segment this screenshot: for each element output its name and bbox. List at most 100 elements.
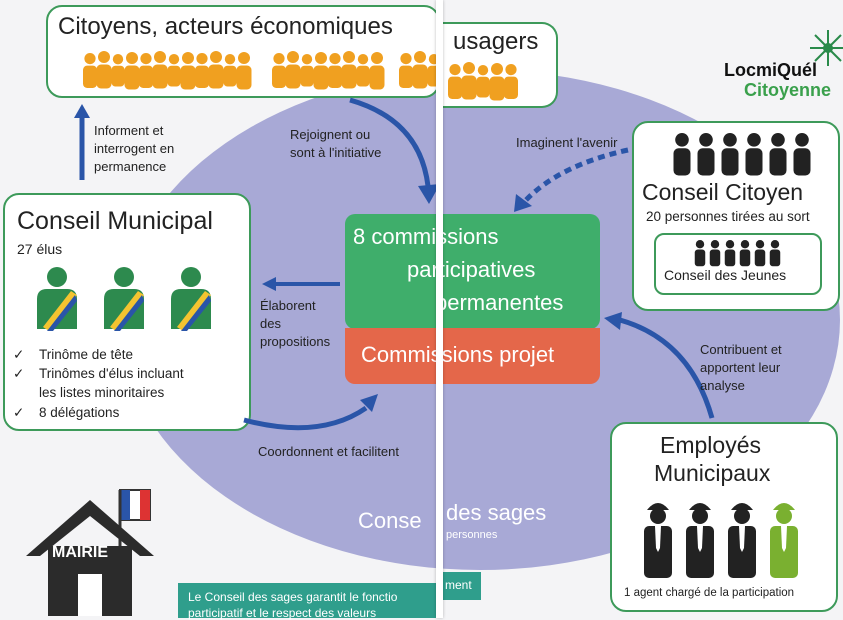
arrow-informent xyxy=(74,104,90,180)
person-icon xyxy=(313,52,329,90)
citoyens-banner-left: Citoyens, acteurs économiques xyxy=(46,5,448,98)
mairie-house-icon xyxy=(26,489,154,616)
conseil-citoyen-subtitle: 20 personnes tirées au sort xyxy=(646,209,810,224)
conseil-item-1: Trinôme de tête xyxy=(39,347,134,362)
jeune-icon xyxy=(754,240,766,267)
elu-icon xyxy=(37,267,77,331)
footer-right: ment xyxy=(445,578,472,592)
crowd-icon xyxy=(83,51,448,90)
person-icon xyxy=(96,51,112,89)
commissions-projet-label: Commissions projet xyxy=(361,342,555,367)
person-icon xyxy=(356,54,370,87)
footer-strip-left xyxy=(178,583,438,618)
footer-strip-right xyxy=(443,572,481,600)
conseil-citoyen-title: Conseil Citoyen xyxy=(642,179,804,205)
conseil-municipal-subtitle: 27 élus xyxy=(17,241,63,257)
commissions-permanentes-box: 8 commissions participatives permanentes xyxy=(345,214,600,329)
footer-left-line1: Le Conseil des sages garantit le fonctio xyxy=(188,590,398,604)
check-icon: ✓ xyxy=(13,366,25,381)
employes-box: Employés Municipaux 1 agent chargé de la… xyxy=(610,422,838,612)
label-coordonnent: Coordonnent et facilitent xyxy=(258,444,399,459)
person-icon xyxy=(167,54,181,87)
jeunes-icons xyxy=(694,240,781,267)
star-logo-icon xyxy=(810,30,843,66)
employes-title-2: Municipaux xyxy=(654,460,771,486)
citoyen-icon xyxy=(697,133,715,176)
person-icon xyxy=(124,52,140,90)
person-icon xyxy=(369,52,385,90)
citoyens-title: Citoyens, acteurs économiques xyxy=(58,13,393,40)
label-imaginent: Imaginent l'avenir xyxy=(516,135,618,150)
label-contribuent-1: Contribuent et xyxy=(700,342,782,357)
jeune-icon xyxy=(769,240,781,267)
employes-title-1: Employés xyxy=(660,432,761,458)
conseil-item-3: les listes minoritaires xyxy=(39,385,165,400)
person-icon xyxy=(504,64,518,99)
worker-icon xyxy=(770,503,798,578)
person-icon xyxy=(195,53,209,88)
elu-icon xyxy=(104,267,144,331)
person-icon xyxy=(223,54,237,87)
label-rejoignent-2: sont à l'initiative xyxy=(290,145,382,160)
sages-title-left: Conse xyxy=(358,508,422,533)
employes-icons xyxy=(644,503,798,578)
label-elaborent-2: des xyxy=(260,316,281,331)
label-rejoignent-1: Rejoignent ou xyxy=(290,127,371,142)
person-icon xyxy=(208,51,224,89)
elu-icon xyxy=(171,267,211,331)
person-icon xyxy=(111,54,125,87)
conseil-jeunes-box: Conseil des Jeunes xyxy=(654,233,822,295)
commissions-line1: 8 commissions xyxy=(353,224,499,249)
check-icon: ✓ xyxy=(13,405,25,420)
person-icon xyxy=(476,65,490,98)
person-icon xyxy=(272,53,286,88)
commissions-projet-box: Commissions projet xyxy=(345,328,600,384)
label-contribuent-2: apportent leur xyxy=(700,360,781,375)
crowd-icon-right xyxy=(448,62,518,101)
logo-line1: LocmiQuél xyxy=(724,60,818,80)
person-icon xyxy=(300,54,314,87)
jeune-icon xyxy=(694,240,706,267)
locmiquelic-logo: LocmiQuél Citoyenne xyxy=(720,28,843,108)
person-icon xyxy=(152,51,168,89)
conseil-jeunes-label: Conseil des Jeunes xyxy=(664,267,787,283)
logo-line2: Citoyenne xyxy=(744,80,832,100)
label-elaborent-3: propositions xyxy=(260,334,331,349)
jeune-icon xyxy=(739,240,751,267)
citoyen-icon xyxy=(793,133,811,176)
page-fold xyxy=(436,0,443,618)
label-informent-2: interrogent en xyxy=(94,141,175,156)
person-icon xyxy=(341,51,357,89)
citoyens-icons xyxy=(673,133,811,176)
mairie-label: MAIRIE xyxy=(52,544,108,561)
citoyen-icon xyxy=(769,133,787,176)
elus-icons xyxy=(37,267,211,331)
sages-sub: personnes xyxy=(446,529,498,541)
person-icon xyxy=(236,52,252,90)
citoyens-banner-right: usagers xyxy=(443,22,558,108)
citoyen-icon xyxy=(745,133,763,176)
person-icon xyxy=(180,52,196,90)
label-elaborent-1: Élaborent xyxy=(260,298,316,313)
conseil-item-4: 8 délégations xyxy=(39,405,120,420)
person-icon xyxy=(399,53,413,88)
person-icon xyxy=(139,53,153,88)
person-icon xyxy=(489,63,505,101)
commissions-line2: participatives xyxy=(407,257,536,282)
worker-icon xyxy=(728,503,756,578)
worker-icon xyxy=(686,503,714,578)
label-contribuent-3: analyse xyxy=(700,378,745,393)
worker-icon xyxy=(644,503,672,578)
person-icon xyxy=(285,51,301,89)
sages-title-right: des sages xyxy=(446,500,547,525)
employes-caption: 1 agent chargé de la participation xyxy=(624,587,795,599)
citoyen-icon xyxy=(721,133,739,176)
person-icon xyxy=(448,64,462,99)
person-icon xyxy=(83,53,97,88)
citoyen-icon xyxy=(673,133,691,176)
person-icon xyxy=(328,53,342,88)
check-icon: ✓ xyxy=(13,347,25,362)
commissions-line3: permanentes xyxy=(435,290,564,315)
label-informent-1: Informent et xyxy=(94,123,164,138)
jeune-icon xyxy=(709,240,721,267)
